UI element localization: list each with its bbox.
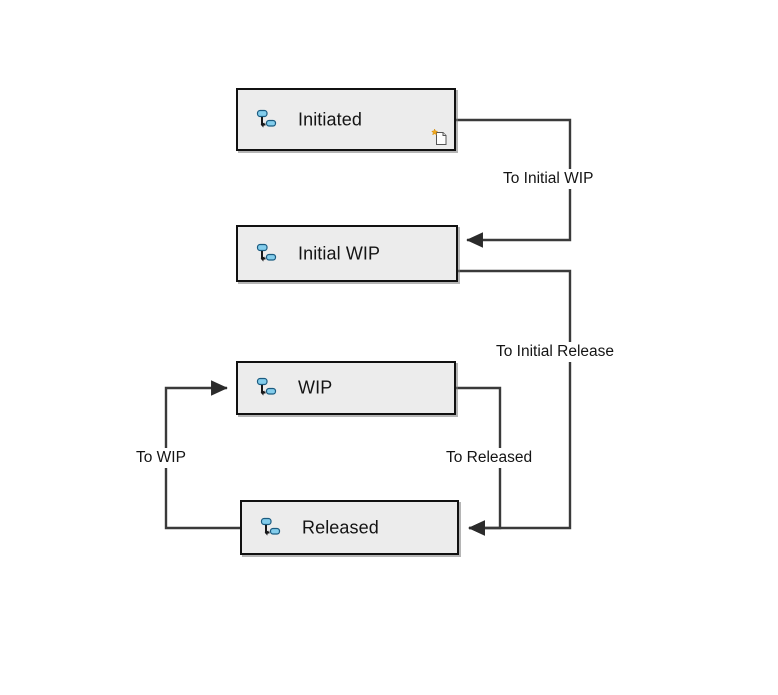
state-node-initial-wip[interactable]: Initial WIP	[236, 225, 458, 282]
workflow-state-icon	[259, 517, 281, 539]
edge-label-to-initial-wip[interactable]: To Initial WIP	[499, 169, 598, 189]
edge-label-to-released[interactable]: To Released	[442, 448, 537, 468]
new-document-icon	[430, 128, 448, 146]
state-node-label: Initiated	[298, 109, 362, 129]
edge-label-to-initial-release[interactable]: To Initial Release	[492, 342, 619, 362]
edge-to-initial-release[interactable]	[458, 269, 572, 536]
workflow-state-icon	[255, 377, 277, 399]
edge-label-to-wip[interactable]: To WIP	[132, 448, 190, 468]
state-node-label: Initial WIP	[298, 243, 381, 263]
state-node-released[interactable]: Released	[240, 500, 459, 555]
workflow-state-icon	[255, 109, 277, 131]
workflow-state-icon	[255, 243, 277, 265]
state-node-initiated[interactable]: Initiated	[236, 88, 456, 151]
state-node-label: WIP	[298, 377, 333, 398]
state-node-label: Released	[302, 517, 379, 537]
state-node-wip[interactable]: WIP	[236, 361, 456, 415]
